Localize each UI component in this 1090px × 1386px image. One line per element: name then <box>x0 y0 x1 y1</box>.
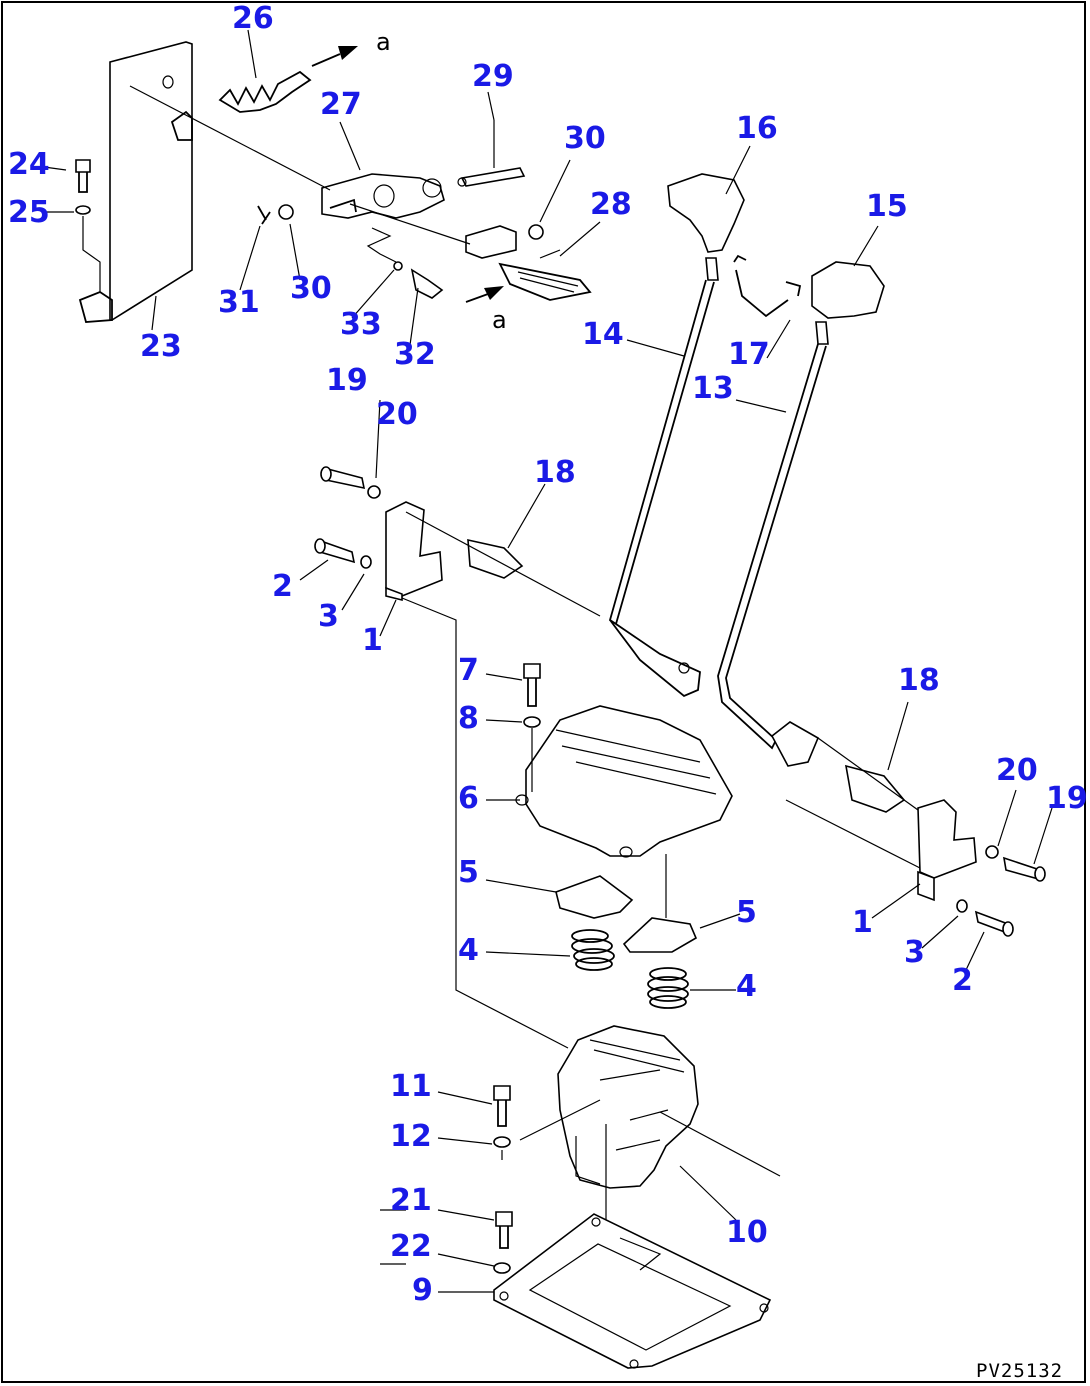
callout-29: 29 <box>472 59 514 94</box>
callout-32: 32 <box>394 337 436 372</box>
lever-13 <box>717 261 885 767</box>
callout-13: 13 <box>692 371 734 406</box>
callout-25: 25 <box>8 195 50 230</box>
pin-29 <box>457 120 526 187</box>
bolt-7 <box>523 663 541 792</box>
callout-18-right: 18 <box>898 663 940 698</box>
base-plate-9 <box>493 1213 772 1369</box>
callout-27: 27 <box>320 87 362 122</box>
callout-16: 16 <box>736 111 778 146</box>
lever-block-27 <box>321 173 445 263</box>
drawing-code: PV25132 <box>976 1360 1064 1382</box>
plate-5b <box>622 917 698 953</box>
spring-4b <box>647 967 689 1009</box>
plate-5a <box>555 875 634 919</box>
callout-8: 8 <box>458 701 479 736</box>
callout-17: 17 <box>728 337 770 372</box>
callout-14: 14 <box>582 317 624 352</box>
callout-22: 22 <box>390 1229 432 1264</box>
callout-2-right: 2 <box>952 963 973 998</box>
spring-26 <box>218 46 358 113</box>
callout-18-left: 18 <box>534 455 576 490</box>
callout-5-right: 5 <box>736 895 757 930</box>
callout-19-left: 19 <box>326 363 368 398</box>
callout-15: 15 <box>866 189 908 224</box>
spring-pin-31 <box>257 205 271 225</box>
callout-31: 31 <box>218 285 260 320</box>
callout-3-left: 3 <box>318 599 339 634</box>
callout-11: 11 <box>390 1069 432 1104</box>
callout-3-right: 3 <box>904 935 925 970</box>
snap-pin-33 <box>393 261 403 271</box>
callout-33: 33 <box>340 307 382 342</box>
bolt-11 <box>493 1085 601 1160</box>
callout-23: 23 <box>140 329 182 364</box>
leader-lines <box>43 29 1053 1293</box>
bracket-plate-23 <box>78 41 193 323</box>
spring-4a <box>571 929 615 971</box>
callout-6: 6 <box>458 781 479 816</box>
washer-30 <box>528 224 544 240</box>
flow-marker-a-top: a <box>376 28 391 56</box>
bracket-assembly-right <box>785 737 1046 937</box>
callout-28: 28 <box>590 187 632 222</box>
callout-1-left: 1 <box>362 623 383 658</box>
callout-10: 10 <box>726 1215 768 1250</box>
bolt-21 <box>493 1211 513 1274</box>
callout-5-left: 5 <box>458 855 479 890</box>
lever-14 <box>608 173 745 698</box>
callout-1-right: 1 <box>852 905 873 940</box>
callout-9: 9 <box>412 1273 433 1308</box>
pin-17 <box>733 254 802 318</box>
callout-4-left: 4 <box>458 933 479 968</box>
callout-26: 26 <box>232 1 274 36</box>
callout-24: 24 <box>8 147 50 182</box>
cover-6 <box>515 705 733 918</box>
callout-2-left: 2 <box>272 569 293 604</box>
callout-7: 7 <box>458 653 479 688</box>
bracket-assembly-left <box>314 466 601 617</box>
guide-28 <box>465 225 592 301</box>
washer-30b <box>278 204 294 220</box>
callout-21: 21 <box>390 1183 432 1218</box>
callout-30-mid: 30 <box>290 271 332 306</box>
flow-marker-a-bottom: a <box>492 306 507 334</box>
clip-32 <box>410 268 444 299</box>
callout-20-right: 20 <box>996 753 1038 788</box>
callout-30-top: 30 <box>564 121 606 156</box>
callout-19-right: 19 <box>1046 781 1088 816</box>
callout-20-left: 20 <box>376 397 418 432</box>
callout-12: 12 <box>390 1119 432 1154</box>
callout-4-right: 4 <box>736 969 757 1004</box>
bolt-24 <box>75 159 101 292</box>
